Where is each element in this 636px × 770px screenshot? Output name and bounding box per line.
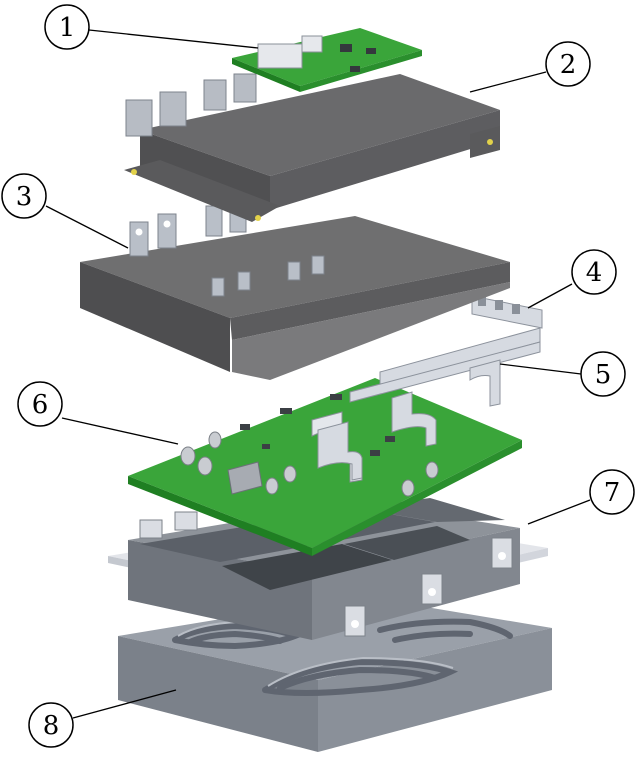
callout-leader-7 xyxy=(527,499,591,525)
callout-label-5: 5 xyxy=(595,360,612,390)
callout-circle-2 xyxy=(545,41,591,87)
callout-circle-7 xyxy=(589,469,635,515)
callout-label-6: 6 xyxy=(32,390,49,420)
callout-circle-6 xyxy=(17,381,63,427)
callout-leader-3 xyxy=(45,205,129,249)
callout-label-3: 3 xyxy=(16,182,33,212)
cooler-baseplate xyxy=(118,596,552,752)
callout-label-8: 8 xyxy=(43,711,60,741)
busbar-assembly xyxy=(317,295,543,481)
callout-circle-5 xyxy=(580,351,626,397)
callout-leader-4 xyxy=(527,283,573,309)
callout-label-1: 1 xyxy=(59,13,76,43)
callout-label-7: 7 xyxy=(604,478,621,508)
callout-leader-8 xyxy=(72,689,177,719)
housing-shell xyxy=(80,201,510,380)
callout-label-2: 2 xyxy=(560,50,577,80)
main-housing xyxy=(124,73,500,222)
callouts: 1 2 3 4 5 6 7 8 xyxy=(1,4,635,748)
callout-leader-1 xyxy=(88,29,259,49)
callout-circle-3 xyxy=(1,173,47,219)
top-pcb xyxy=(232,28,422,92)
callout-leader-6 xyxy=(61,417,179,445)
callout-leader-2 xyxy=(469,71,547,93)
callout-circle-1 xyxy=(44,4,90,50)
callout-circle-4 xyxy=(571,249,617,295)
callout-label-4: 4 xyxy=(586,258,603,288)
callout-leader-5 xyxy=(499,363,582,375)
callout-circle-8 xyxy=(28,702,74,748)
